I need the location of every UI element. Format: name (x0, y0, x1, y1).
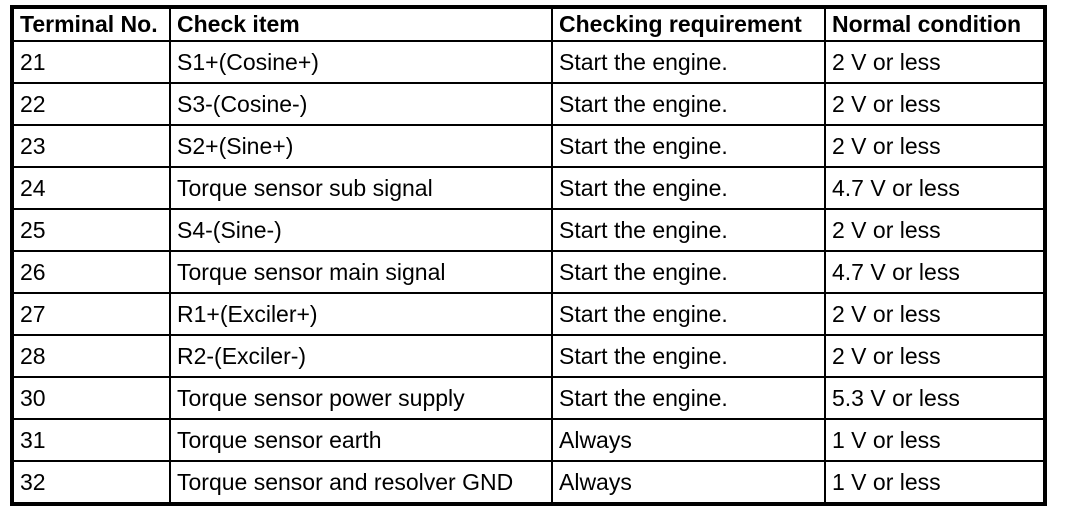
cell-terminal: 26 (11, 250, 171, 294)
cell-requirement: Always (551, 418, 826, 462)
cell-check_item: S1+(Cosine+) (169, 40, 553, 84)
cell-requirement: Start the engine. (551, 40, 826, 84)
cell-requirement: Start the engine. (551, 208, 826, 252)
cell-requirement: Start the engine. (551, 82, 826, 126)
header-row: Terminal No. Check item Checking require… (11, 6, 1046, 42)
cell-requirement: Start the engine. (551, 250, 826, 294)
cell-requirement: Start the engine. (551, 166, 826, 210)
cell-check_item: R1+(Exciler+) (169, 292, 553, 336)
cell-terminal: 31 (11, 418, 171, 462)
column-header-checking-requirement: Checking requirement (551, 6, 826, 42)
cell-check_item: S3-(Cosine-) (169, 82, 553, 126)
cell-terminal: 21 (11, 40, 171, 84)
cell-terminal: 25 (11, 208, 171, 252)
cell-requirement: Start the engine. (551, 376, 826, 420)
cell-check_item: R2-(Exciler-) (169, 334, 553, 378)
table-header: Terminal No. Check item Checking require… (11, 6, 1046, 42)
cell-condition: 2 V or less (824, 292, 1046, 336)
cell-terminal: 24 (11, 166, 171, 210)
cell-condition: 1 V or less (824, 418, 1046, 462)
column-header-terminal-no: Terminal No. (11, 6, 171, 42)
cell-check_item: Torque sensor main signal (169, 250, 553, 294)
cell-requirement: Always (551, 460, 826, 505)
terminal-check-table: Terminal No. Check item Checking require… (10, 5, 1047, 506)
terminal-check-table-wrap: Terminal No. Check item Checking require… (10, 5, 1047, 506)
cell-check_item: S4-(Sine-) (169, 208, 553, 252)
column-header-normal-condition: Normal condition (824, 6, 1046, 42)
cell-condition: 1 V or less (824, 460, 1046, 505)
cell-condition: 2 V or less (824, 40, 1046, 84)
cell-terminal: 32 (11, 460, 171, 505)
cell-requirement: Start the engine. (551, 334, 826, 378)
cell-condition: 4.7 V or less (824, 250, 1046, 294)
cell-check_item: Torque sensor sub signal (169, 166, 553, 210)
cell-check_item: Torque sensor earth (169, 418, 553, 462)
cell-check_item: S2+(Sine+) (169, 124, 553, 168)
cell-requirement: Start the engine. (551, 292, 826, 336)
cell-check_item: Torque sensor power supply (169, 376, 553, 420)
cell-terminal: 30 (11, 376, 171, 420)
cell-terminal: 22 (11, 82, 171, 126)
cell-condition: 2 V or less (824, 124, 1046, 168)
cell-condition: 2 V or less (824, 334, 1046, 378)
cell-condition: 2 V or less (824, 82, 1046, 126)
cell-condition: 5.3 V or less (824, 376, 1046, 420)
cell-terminal: 28 (11, 334, 171, 378)
cell-condition: 4.7 V or less (824, 166, 1046, 210)
cell-terminal: 23 (11, 124, 171, 168)
cell-terminal: 27 (11, 292, 171, 336)
column-header-check-item: Check item (169, 6, 553, 42)
cell-condition: 2 V or less (824, 208, 1046, 252)
cell-check_item: Torque sensor and resolver GND (169, 460, 553, 505)
cell-requirement: Start the engine. (551, 124, 826, 168)
